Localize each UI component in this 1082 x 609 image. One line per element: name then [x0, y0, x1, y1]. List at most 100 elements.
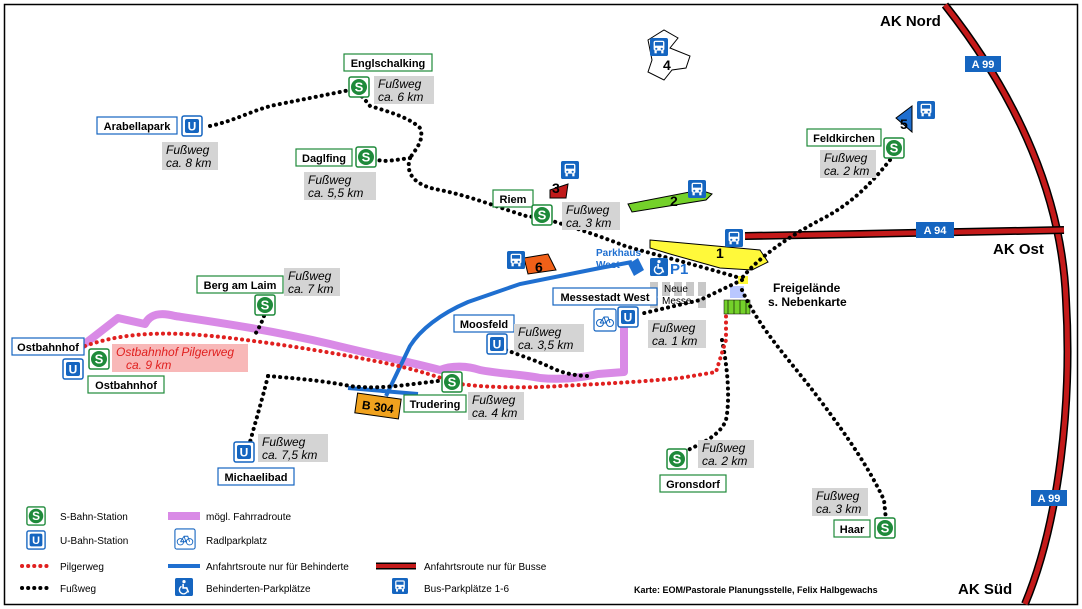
u-bahn-icon — [233, 441, 255, 463]
bike-parking-icon — [174, 528, 196, 550]
walk-label: Fußweg — [518, 325, 562, 339]
station-ostbahnhof: Ostbahnhof Ostbahnhof — [11, 337, 165, 394]
station-label: Arabellapark — [104, 121, 172, 133]
walk-label: Fußweg — [652, 321, 696, 335]
freigelaende-label-1: Freigelände — [773, 281, 841, 295]
station-haar: Fußweg ca. 3 km Haar — [812, 488, 896, 539]
station-riem: Riem Fußweg ca. 3 km — [492, 189, 620, 230]
walk-distance: ca. 4 km — [472, 406, 517, 420]
legend-fussweg: Fußweg — [60, 584, 96, 595]
a99-motorway — [941, 2, 1072, 606]
bus-icon — [650, 38, 668, 56]
bus-parking-2-label: 2 — [670, 193, 678, 209]
motorway-signs: AK Nord AK Ost AK Süd A 99 A 99 A 94 B 3… — [354, 13, 1067, 598]
u-bahn-icon — [486, 333, 508, 355]
a99-sign-top: A 99 — [972, 59, 995, 71]
walk-label: Fußweg — [262, 435, 306, 449]
station-label: Englschalking — [351, 58, 426, 70]
stations: Englschalking Fußweg ca. 6 km Arabellapa… — [11, 53, 905, 539]
legend: S-Bahn-Station U-Bahn-Station Pilgerweg … — [20, 506, 547, 596]
pilgerweg-name: Ostbahnhof Pilgerweg — [116, 345, 234, 359]
walk-label: Fußweg — [288, 269, 332, 283]
parkhaus-marker — [628, 258, 644, 276]
s-bahn-icon — [254, 294, 276, 316]
bus-parking-5-label: 5 — [900, 116, 908, 132]
station-label: Riem — [500, 194, 527, 206]
u-bahn-icon — [62, 358, 84, 380]
station-messestadt-west: Messestadt West Fußweg ca. 1 km — [552, 287, 706, 348]
bus-parking-6-label: 6 — [535, 259, 543, 275]
accessible-route — [347, 260, 633, 397]
pilgerweg-path — [83, 312, 728, 390]
s-bahn-icon — [883, 137, 905, 159]
s-bahn-icon — [26, 506, 46, 526]
walk-label: Fußweg — [308, 173, 352, 187]
legend-pilgerweg: Pilgerweg — [60, 562, 104, 573]
walk-distance: ca. 5,5 km — [308, 186, 363, 200]
walk-label: Fußweg — [472, 393, 516, 407]
freigelaende-label-2: s. Nebenkarte — [768, 295, 847, 309]
bicycle-route — [79, 310, 628, 383]
station-label: Haar — [840, 524, 865, 536]
svg-text:B 304: B 304 — [361, 398, 395, 416]
station-daglfing: Daglfing Fußweg ca. 5,5 km — [295, 146, 377, 200]
ak-sued-label: AK Süd — [958, 581, 1012, 598]
station-label: Michaelibad — [225, 472, 288, 484]
bus-parking-markers: 1 2 3 4 5 6 — [507, 38, 935, 275]
station-label: Berg am Laim — [204, 280, 277, 292]
neue-messe-label-1: Neue — [664, 284, 688, 295]
u-bahn-icon — [26, 530, 46, 550]
ak-nord-label: AK Nord — [880, 13, 941, 30]
parkhaus-label-1: Parkhaus — [596, 248, 641, 259]
legend-behinderte-parken: Behinderten-Parkplätze — [206, 584, 311, 595]
pilgerweg-label: Ostbahnhof Pilgerweg ca. 9 km — [112, 344, 248, 372]
bus-icon — [507, 251, 525, 269]
bus-parking-area-6 — [523, 253, 557, 275]
station-berg-am-laim: Berg am Laim Fußweg ca. 7 km — [196, 268, 340, 316]
station-label: Daglfing — [302, 153, 346, 165]
neue-messe-label-2: Messe — [662, 296, 692, 307]
walk-distance: ca. 2 km — [702, 454, 747, 468]
legend-u-bahn: U-Bahn-Station — [60, 536, 128, 547]
wheelchair-icon — [650, 258, 668, 276]
s-bahn-icon — [531, 204, 553, 226]
bike-parking-icon — [593, 308, 617, 332]
p1-label: P1 — [670, 261, 688, 278]
s-bahn-icon — [355, 146, 377, 168]
legend-s-bahn: S-Bahn-Station — [60, 512, 128, 523]
walk-distance: ca. 1 km — [652, 334, 697, 348]
s-bahn-icon — [666, 448, 688, 470]
u-bahn-icon — [181, 115, 203, 137]
walk-distance: ca. 7,5 km — [262, 448, 317, 462]
bus-icon — [561, 161, 579, 179]
s-bahn-icon — [88, 348, 110, 370]
ak-ost-label: AK Ost — [993, 241, 1044, 258]
parkhaus-label-2: West — [596, 260, 620, 271]
walk-distance: ca. 3,5 km — [518, 338, 573, 352]
walk-distance: ca. 6 km — [378, 90, 423, 104]
map-frame — [3, 3, 1079, 606]
station-moosfeld: Moosfeld Fußweg ca. 3,5 km — [453, 314, 584, 355]
bus-parking-area-5 — [895, 105, 913, 134]
s-bahn-icon — [874, 517, 896, 539]
station-arabellapark: Arabellapark Fußweg ca. 8 km — [96, 115, 218, 170]
station-label: Gronsdorf — [666, 479, 720, 491]
walk-distance: ca. 8 km — [166, 156, 211, 170]
walk-label: Fußweg — [824, 151, 868, 165]
walk-label: Fußweg — [702, 441, 746, 455]
station-label: Trudering — [410, 399, 461, 411]
bus-parking-area-3 — [549, 183, 569, 199]
wheelchair-icon — [175, 578, 193, 596]
station-label: Moosfeld — [460, 319, 508, 331]
legend-bus-parken: Bus-Parkplätze 1-6 — [424, 584, 509, 595]
walk-distance: ca. 3 km — [816, 502, 861, 516]
walk-distance: ca. 3 km — [566, 216, 611, 230]
station-label: Messestadt West — [560, 292, 649, 304]
bus-icon — [688, 180, 706, 198]
s-bahn-icon — [441, 371, 463, 393]
bus-parking-3-label: 3 — [552, 180, 560, 196]
bus-icon — [392, 578, 408, 594]
b304-sign: B 304 — [354, 392, 402, 420]
s-bahn-icon — [348, 76, 370, 98]
